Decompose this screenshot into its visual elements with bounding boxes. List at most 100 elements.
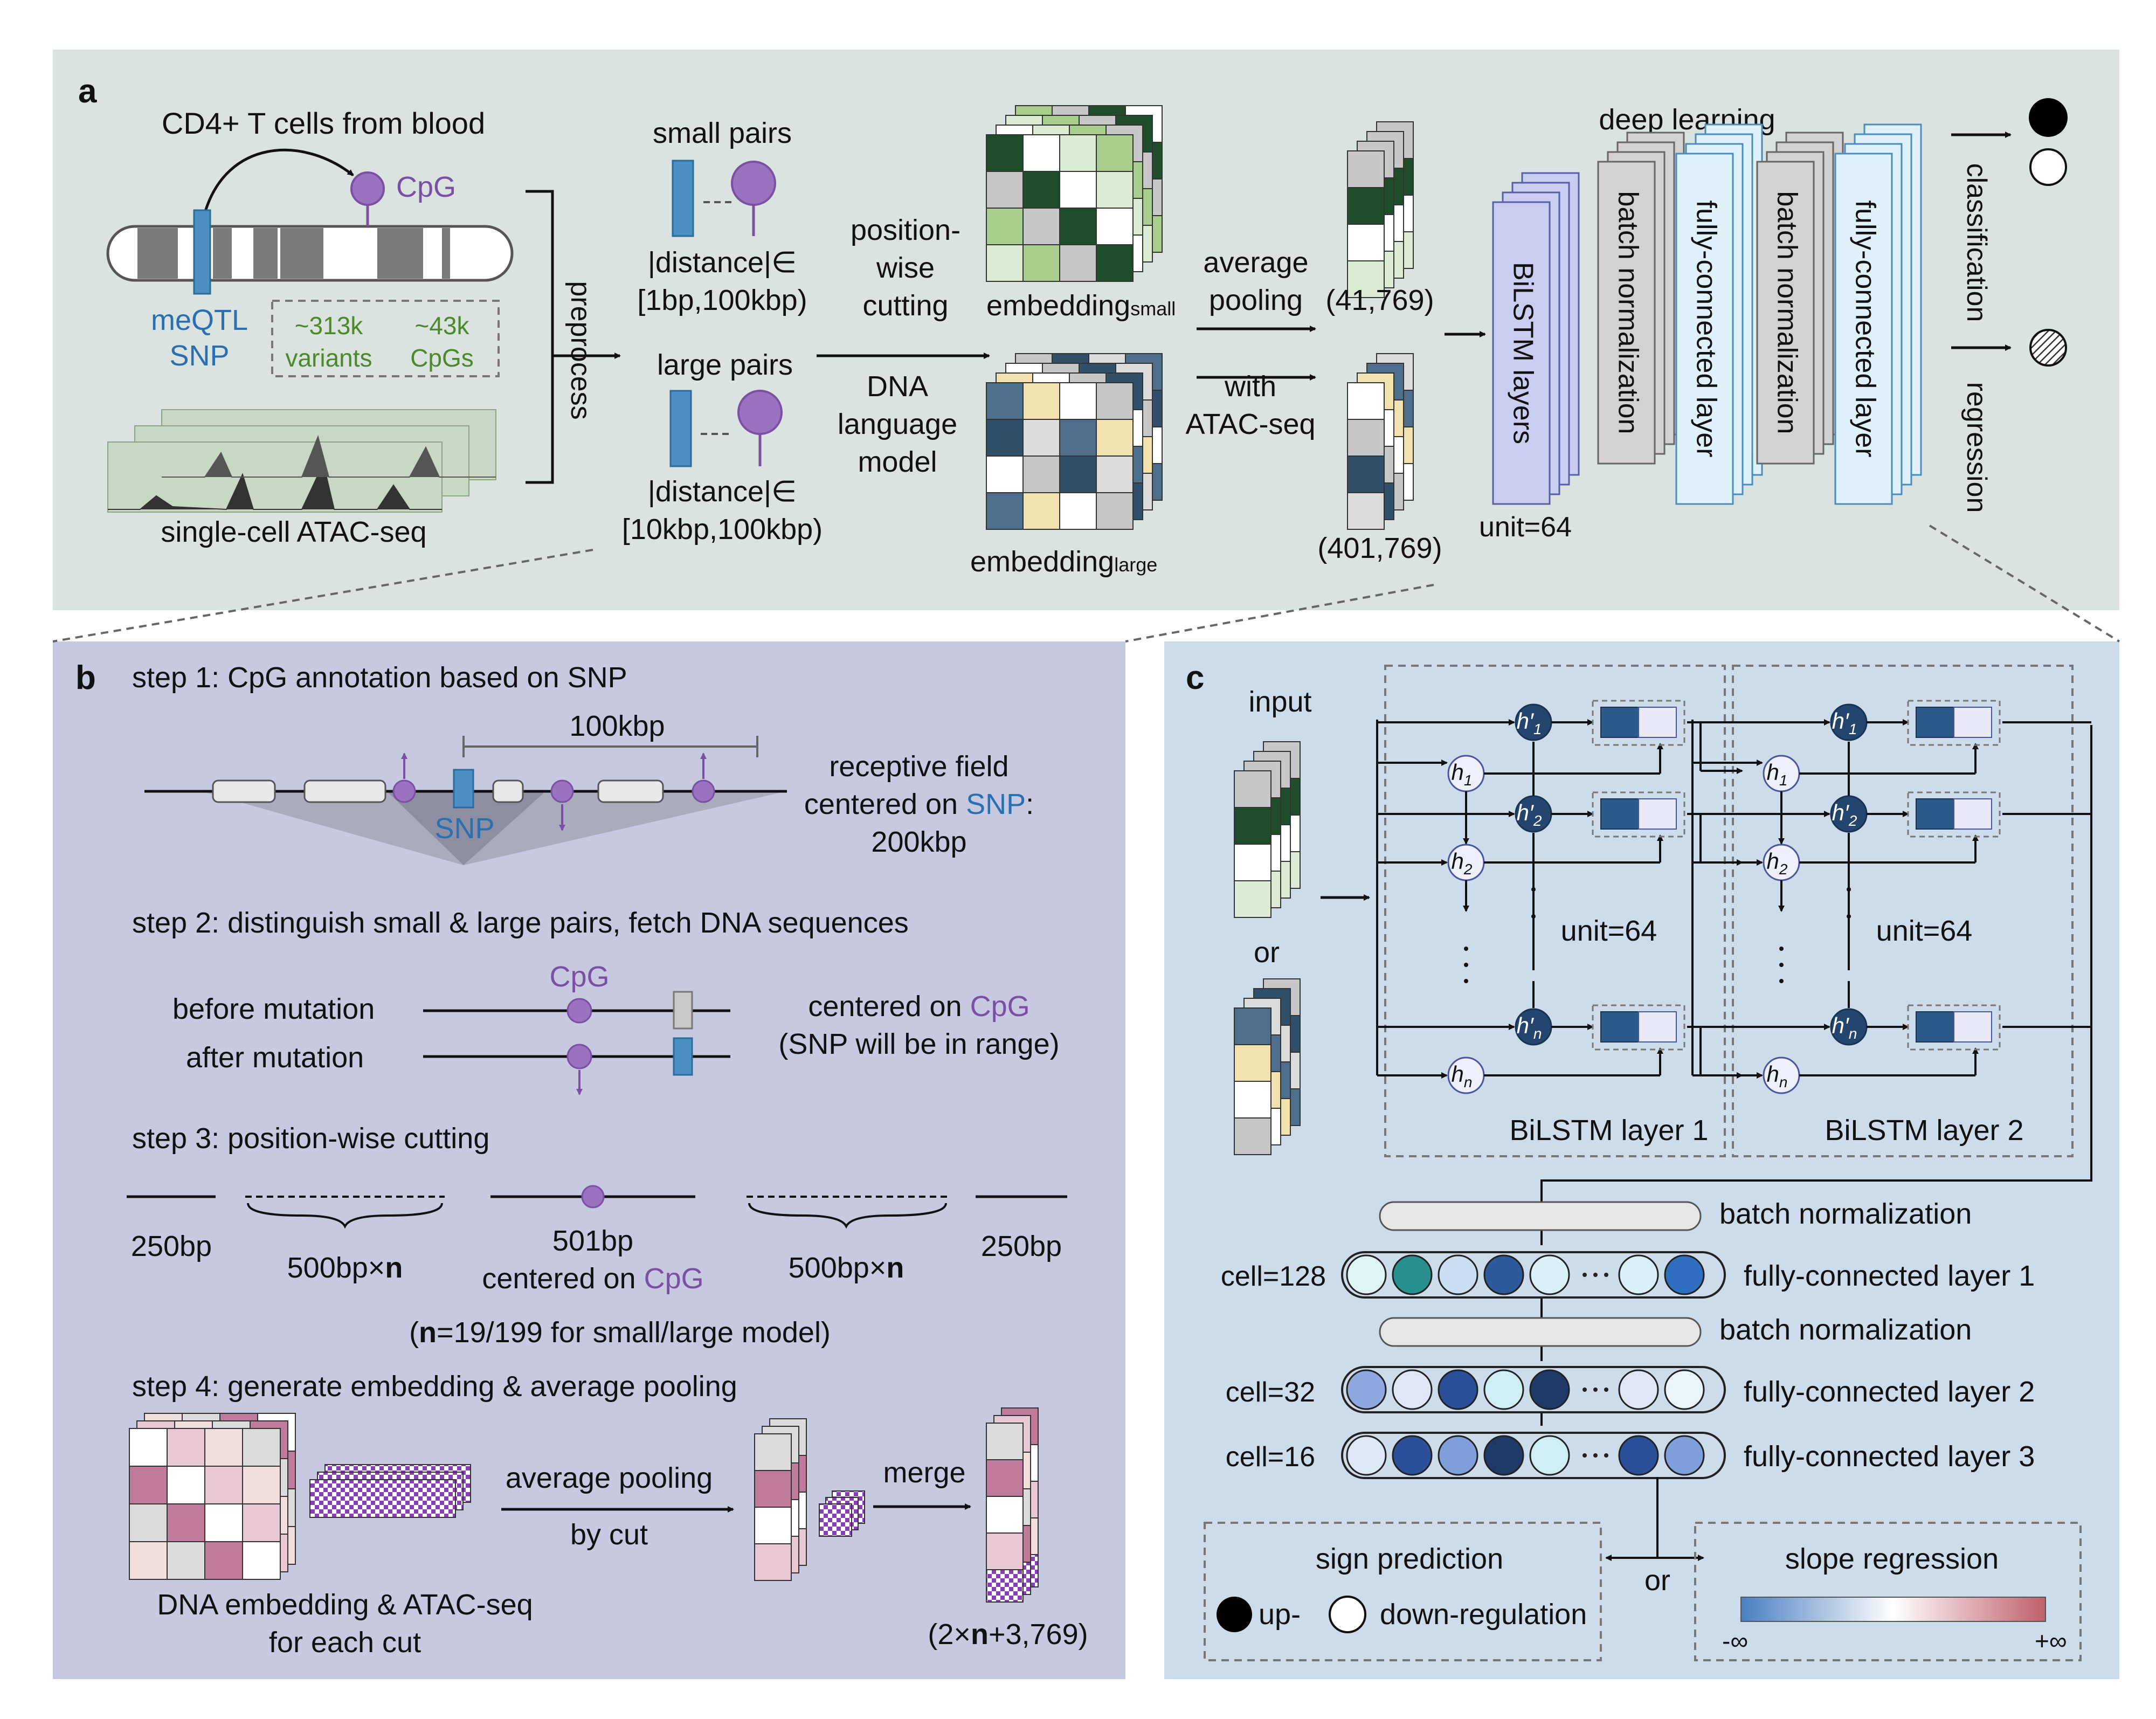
step4-embedding-grid [129, 1413, 296, 1580]
output-cell-box [1907, 700, 2001, 746]
out-dims: (2×n+3,769) [928, 1618, 1088, 1651]
bp501-centered: centered on CpG [482, 1262, 703, 1295]
grid-cell [204, 1428, 243, 1467]
grid-cell [167, 1541, 205, 1580]
atac-stack [107, 409, 496, 513]
receptive-line1: receptive field [829, 750, 1008, 783]
step4-pooled-stack [754, 1418, 865, 1581]
up-dot [1217, 1597, 1252, 1632]
bp501: 501bp [552, 1225, 633, 1257]
neuron [1483, 1254, 1524, 1295]
neuron [1618, 1369, 1659, 1410]
dims-small: (41,769) [1325, 284, 1434, 316]
ellipsis-dot [1583, 1387, 1587, 1392]
dna-lm-line1: DNA [867, 370, 928, 403]
grid-cell [242, 1503, 281, 1542]
with-atac-line2: ATAC-seq [1185, 408, 1315, 440]
grid-cell [986, 492, 1024, 530]
output-cell-box [1907, 791, 2001, 838]
pooled-cell [754, 1470, 792, 1508]
step4-merged-stack [986, 1407, 1039, 1603]
grid-cell [986, 134, 1024, 172]
state-subscript: n [1533, 1025, 1542, 1042]
ellipsis-dot [1583, 1453, 1587, 1458]
pooled-cell [1347, 455, 1385, 493]
before-mutation: before mutation [172, 993, 375, 1025]
cutting-line1: position- [851, 214, 960, 246]
output-cell-fwd [1953, 707, 1992, 738]
pooled-cell [1347, 419, 1385, 457]
pooled-cell [1347, 492, 1385, 530]
unit-64-layer1: unit=64 [1561, 915, 1657, 947]
unit-label: unit=64 [1479, 512, 1572, 543]
large-range-line1: |distance|∈ [648, 475, 797, 508]
atac-strip [309, 1479, 456, 1518]
layer-front [1675, 153, 1734, 505]
span-100kbp: 100kbp [569, 710, 665, 742]
output-cell-box [1592, 700, 1685, 746]
output-cell-box [1592, 1004, 1685, 1051]
network-layer-label: batch normalization [1771, 191, 1802, 434]
fc-row-1-cells: cell=128 [1221, 1261, 1326, 1292]
regression-dot [2029, 329, 2067, 367]
state-subscript: n [1849, 1025, 1857, 1042]
cells-title: CD4+ T cells from blood [162, 106, 485, 140]
grid-cell [1096, 492, 1134, 530]
dims-large: (401,769) [1317, 532, 1442, 564]
meqtl-label: meQTL [151, 304, 248, 336]
batch-norm-1-label: batch normalization [1719, 1198, 1972, 1230]
grid-cell [986, 171, 1024, 209]
grid-cell [1059, 134, 1097, 172]
pooled-atac [819, 1503, 852, 1537]
variants-count: ~313k [295, 312, 364, 340]
dna-lm-line3: model [858, 446, 937, 478]
bp500n-right: 500bp×n [789, 1252, 904, 1284]
grid-cell [986, 455, 1024, 493]
output-cell-fwd [1638, 1011, 1677, 1043]
embedding-small-label: embeddingsmall [986, 289, 1176, 322]
chromosome [106, 225, 514, 282]
avg-pool-line2: pooling [1209, 284, 1303, 316]
grid-cell [167, 1503, 205, 1542]
fc-section-wiring [1540, 725, 2092, 1426]
n-note: (n=19/199 for small/large model) [409, 1316, 831, 1349]
pooled-cell [1234, 1044, 1272, 1082]
preprocess-label: preprocess [565, 281, 596, 419]
step2-title: step 2: distinguish small & large pairs,… [132, 907, 909, 939]
fc-row-frame [1341, 1432, 1726, 1479]
neuron [1392, 1369, 1433, 1410]
state-subscript: 2 [1533, 812, 1542, 829]
merged-atac [986, 1569, 1024, 1603]
dna-lm-line2: language [838, 408, 957, 440]
ellipsis-dot [1464, 979, 1468, 983]
ellipsis-dot [1464, 947, 1468, 951]
down-label: down-regulation [1380, 1598, 1587, 1631]
pooled-cell [1234, 770, 1272, 808]
layer-front [1492, 201, 1551, 505]
class-up-dot [2029, 98, 2068, 137]
step4-by-cut: by cut [570, 1518, 648, 1551]
grid-cell [167, 1428, 205, 1467]
state-subscript: 1 [1849, 721, 1857, 737]
step1-title: step 1: CpG annotation based on SNP [132, 661, 627, 694]
grid-cell [1022, 455, 1060, 493]
neuron [1438, 1254, 1478, 1295]
output-cell-back [1916, 1011, 1954, 1043]
step1-snp-label: SNP [434, 812, 494, 845]
network-layer-label: fully-connected layer [1849, 201, 1881, 458]
pooled-cell [1234, 844, 1272, 881]
grid-cell [204, 1503, 243, 1542]
state-subscript: 1 [1779, 772, 1788, 789]
state-subscript: 2 [1848, 812, 1857, 829]
variants-label: variants [285, 344, 372, 372]
ellipsis-dot [1464, 963, 1468, 967]
grid-cell [986, 419, 1024, 457]
bp500n-left: 500bp×n [287, 1252, 403, 1284]
grid-cell [1096, 382, 1134, 420]
neuron [1392, 1435, 1433, 1476]
neuron [1346, 1254, 1387, 1295]
network-layer-label: batch normalization [1612, 191, 1643, 434]
grid-cell [1059, 419, 1097, 457]
